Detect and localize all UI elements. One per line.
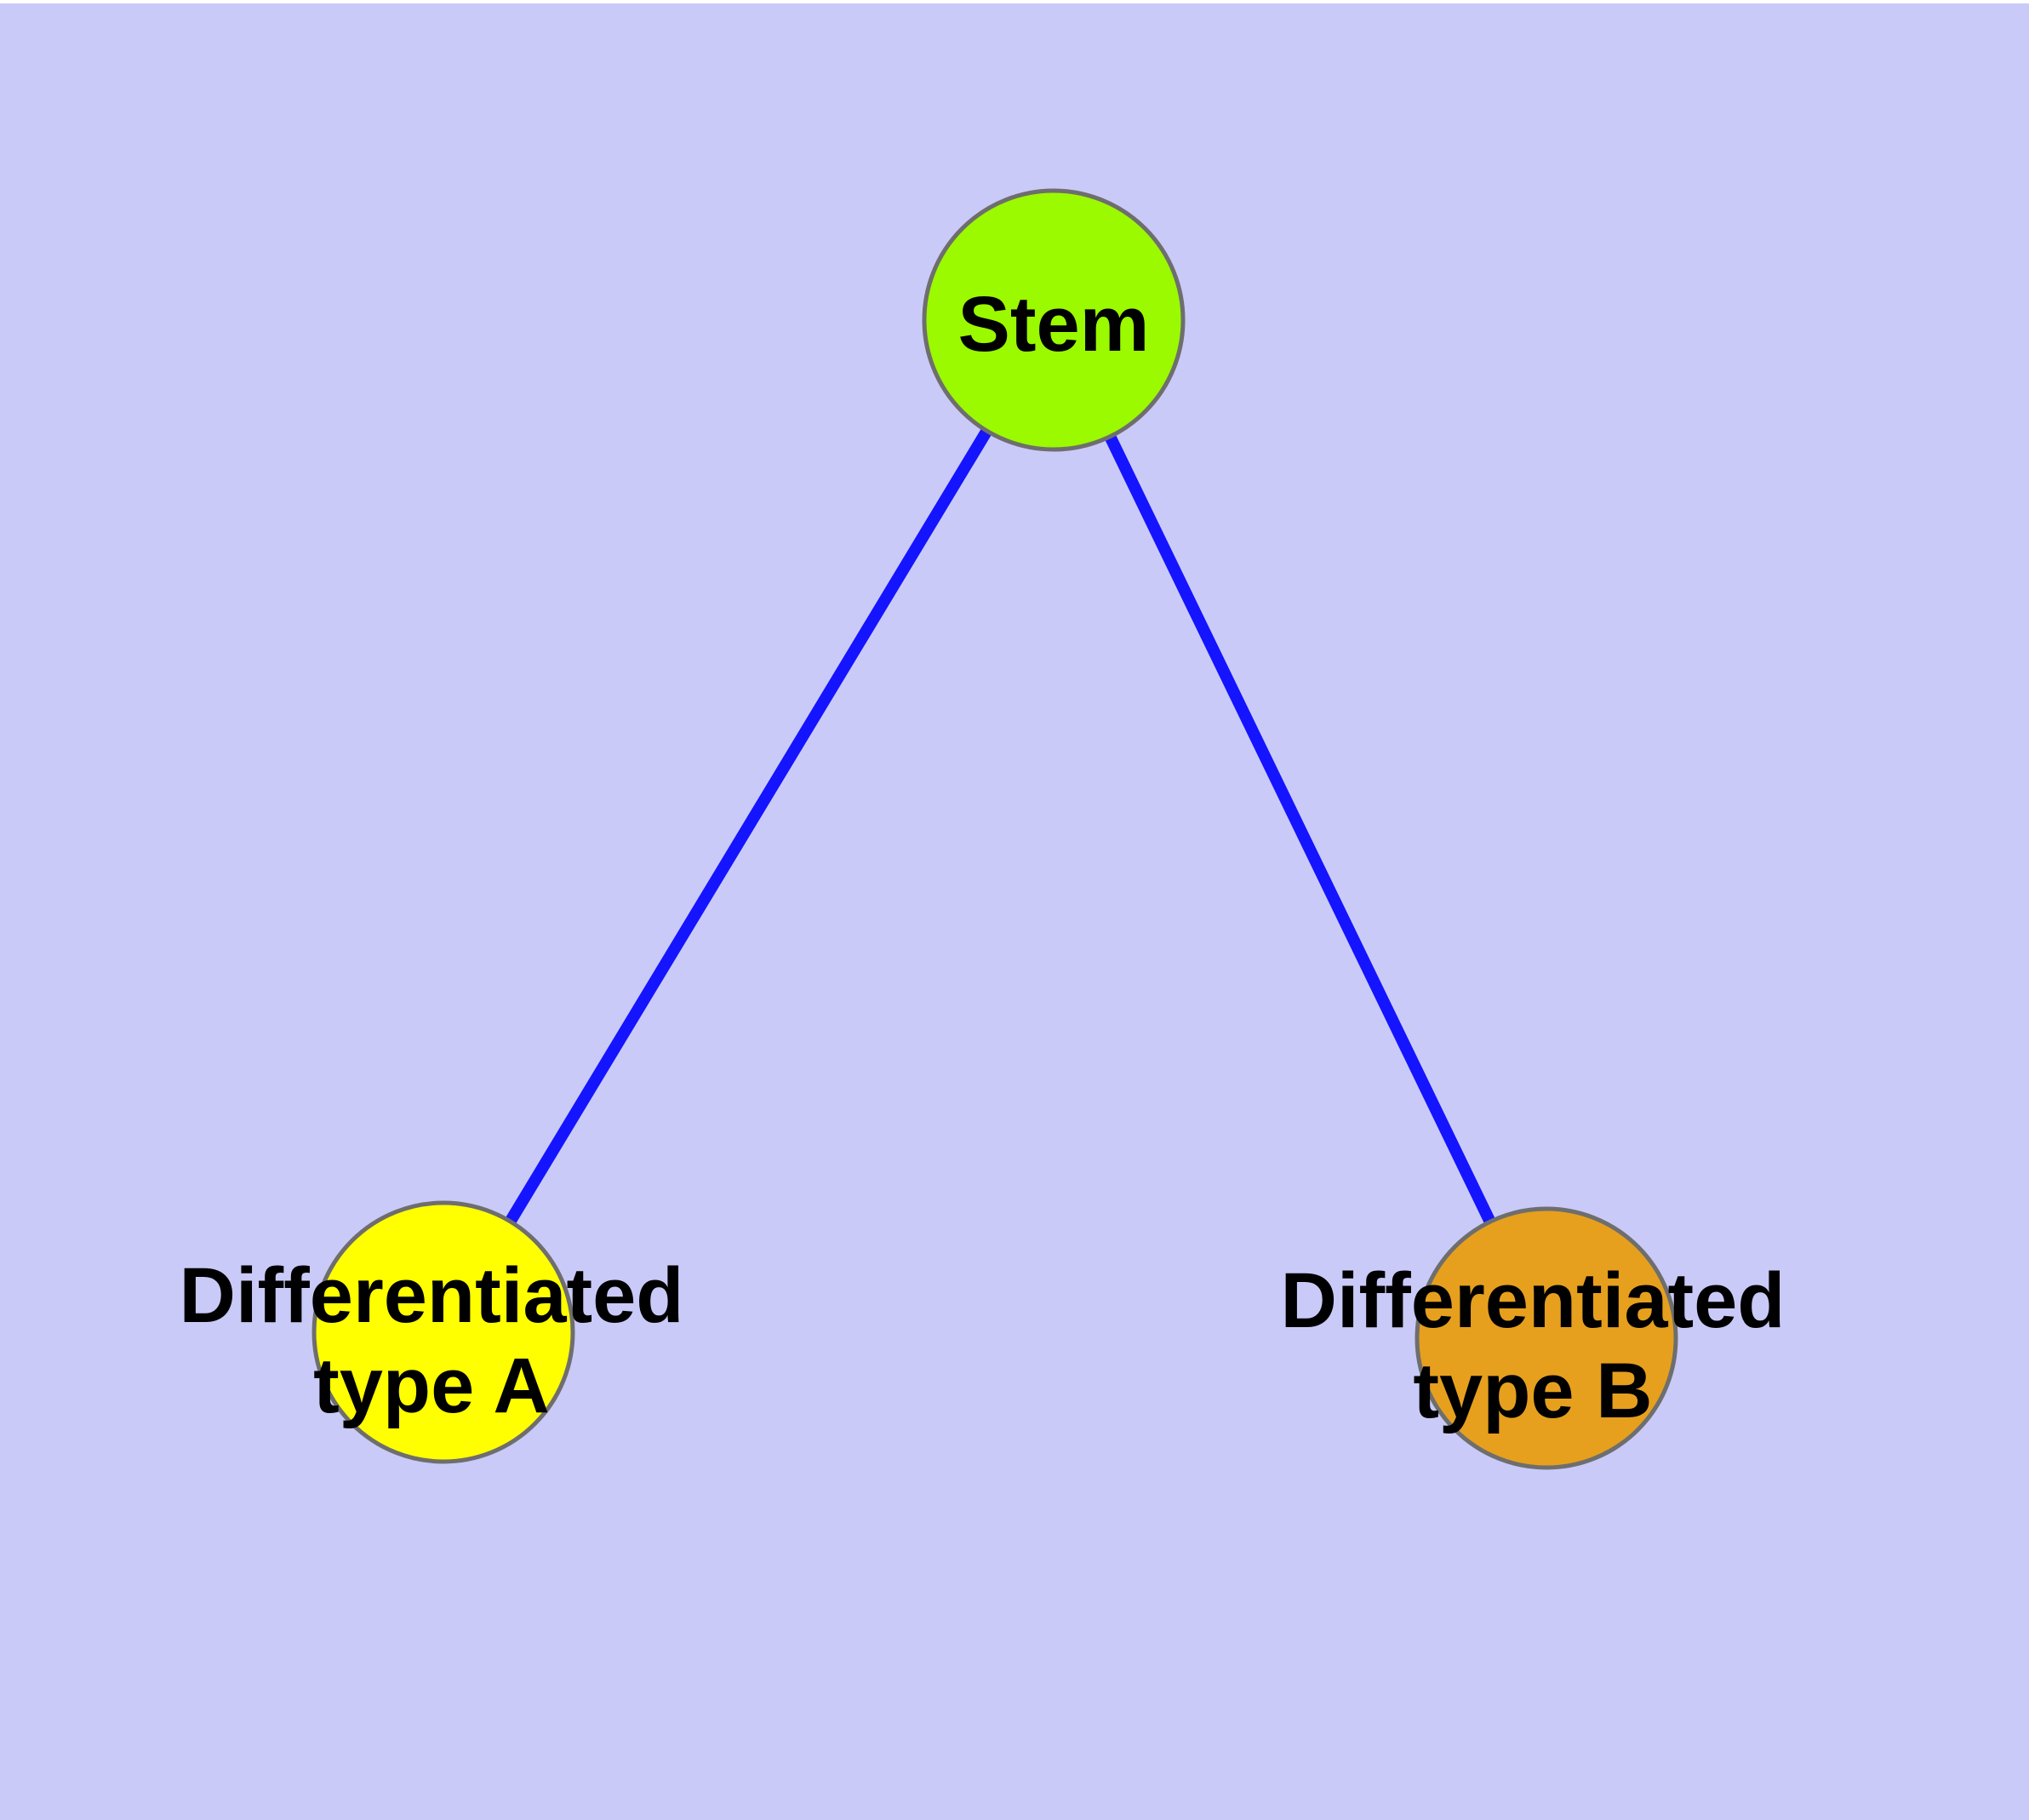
node-differentiated-type-b: [1415, 1206, 1678, 1470]
node-stem: [922, 188, 1186, 452]
node-label-differentiated-type-b: Differentiated type B: [1280, 1257, 1786, 1434]
node-differentiated-type-a: [311, 1200, 575, 1464]
graph-canvas: [0, 3, 2029, 1820]
edge-stem-to-type-a: [438, 317, 1059, 1336]
graph-figure: Stem Differentiated type A Differentiate…: [0, 3, 2029, 1820]
node-label-differentiated-type-a: Differentiated type A: [179, 1252, 684, 1429]
edge-stem-to-type-b: [1048, 317, 1552, 1342]
node-label-stem: Stem: [957, 281, 1150, 369]
